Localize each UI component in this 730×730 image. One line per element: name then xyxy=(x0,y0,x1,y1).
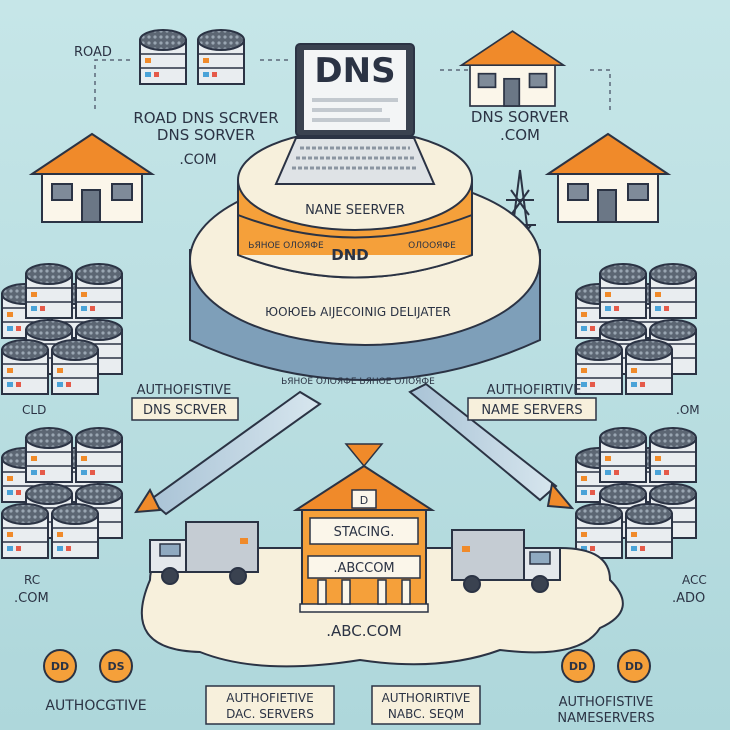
left-lower-server-cluster xyxy=(2,428,122,558)
badge-2: DS xyxy=(107,660,124,673)
delegation-label: ЮОЮЕЬ AIJECOINIG DELIJATER xyxy=(265,305,451,319)
delegation-lower-label: ЬЯНОЕ ОЛОЯФЕ ЬЯНОЕ ОЛОЯФЕ xyxy=(281,377,435,387)
laptop-screen-text: DNS xyxy=(314,51,395,91)
right-authoritative-label: AUTHOFIRTIVE xyxy=(487,383,582,398)
badge-3: DD xyxy=(569,660,587,673)
bottom-right-line1: AUTHOFISTIVE xyxy=(559,695,654,710)
top-right-domain-label: .COM xyxy=(500,126,540,144)
top-left-server-label: ROAD DNS SCRVER xyxy=(133,109,278,127)
right-tld1-label: ACC xyxy=(682,573,707,587)
bottom-box1-line2: DAC. SERVERS xyxy=(226,707,314,721)
building-banner: .ABCCOM xyxy=(333,561,394,576)
badge-4: DD xyxy=(625,660,643,673)
right-name-servers-label: NAME SERVERS xyxy=(481,403,582,418)
badge-1: DD xyxy=(51,660,69,673)
top-right-server-label: DNS SORVER xyxy=(471,108,569,126)
bottom-box2-line1: AUTHORIRTIVE xyxy=(382,691,471,705)
top-connectors xyxy=(94,59,611,110)
bottom-box2-line2: NABC. SEQM xyxy=(388,707,464,721)
bottom-label-box-2 xyxy=(371,685,481,725)
name-server-label: NANE SEERVER xyxy=(305,203,405,218)
top-left-corner-label: ROAD xyxy=(74,45,112,60)
building-sign-top: D xyxy=(360,494,368,507)
top-left-domain-label: .COM xyxy=(179,152,216,168)
right-side-label: .OM xyxy=(676,403,700,417)
left-side-label: CLD xyxy=(22,403,46,417)
down-arrow-icon xyxy=(344,443,384,468)
dns-badges xyxy=(43,649,651,683)
left-dns-server-label: DNS SCRVER xyxy=(143,403,227,418)
bottom-label-box-1 xyxy=(205,685,335,725)
top-left-server-sublabel: DNS SORVER xyxy=(157,126,255,144)
bottom-box1-line1: AUTHOFIETIVE xyxy=(226,691,313,705)
tier2-right-label: ОЛООЯФЕ xyxy=(408,241,456,251)
right-upper-server-cluster xyxy=(576,264,696,394)
left-authoritative-label: AUTHOFISTIVE xyxy=(137,383,232,398)
left-tld1-label: RC xyxy=(24,573,40,587)
tier2-left-label: ЬЯНОЕ ОЛОЯФЕ xyxy=(248,241,324,251)
left-tld2-label: .COM xyxy=(14,591,49,606)
bottom-right-line2: NAMESERVERS xyxy=(557,711,654,726)
delegation-beams xyxy=(134,382,575,516)
tier2-center-label: DND xyxy=(331,246,368,264)
staging-building xyxy=(292,464,436,613)
bottom-left-label: AUTHOCGTIVE xyxy=(45,698,146,714)
right-tld2-label: .ADO xyxy=(672,591,705,606)
left-upper-server-cluster xyxy=(2,264,122,394)
cloud-domain-label: .ABC.COM xyxy=(326,622,402,640)
right-lower-server-cluster xyxy=(576,428,696,558)
left-label-box xyxy=(131,397,239,421)
right-label-box xyxy=(467,397,597,421)
building-sign: STACING. xyxy=(334,525,395,540)
dns-laptop-icon xyxy=(274,43,436,185)
